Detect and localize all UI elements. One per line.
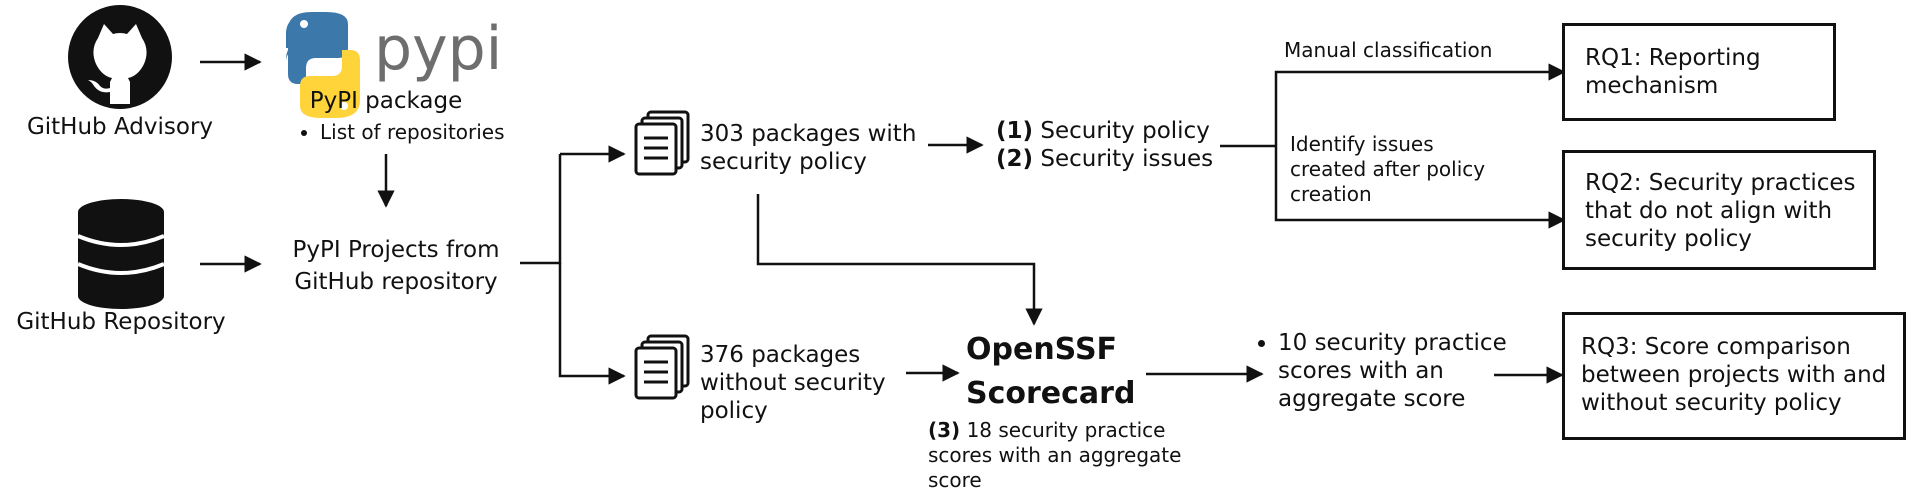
documents-icon-top	[634, 110, 690, 176]
identify-line-2: created after policy	[1290, 157, 1486, 181]
manual-classification-label: Manual classification	[1284, 38, 1493, 62]
github-repository-label: GitHub Repository	[16, 309, 226, 335]
policy-item-2: (2) Security issues	[996, 145, 1213, 173]
pypi-projects-label: PyPI Projects from GitHub repository	[278, 234, 514, 298]
identify-line-3: creation	[1290, 182, 1372, 206]
rq2-box: RQ2: Security practices that do not alig…	[1562, 150, 1876, 270]
pypi-bullet-list: List of repositories	[294, 120, 505, 145]
scorecard-line-2: Scorecard	[966, 376, 1136, 411]
scorecard-note-line-2: scores with an aggregate	[928, 443, 1182, 467]
pypi-bullet-item: List of repositories	[320, 120, 505, 145]
projects-line-1: PyPI Projects from	[292, 237, 500, 263]
arrow-with-to-scorecard	[756, 194, 1043, 326]
scores-bullet: 10 security practice scores with an aggr…	[1252, 329, 1507, 413]
rq3-line-2: between projects with and	[1581, 362, 1887, 388]
policy-item-1-text: Security policy	[1040, 118, 1210, 144]
without-policy-line-1: 376 packages	[700, 342, 861, 368]
with-policy-line-1: 303 packages with	[700, 121, 917, 147]
policy-items: (1) Security policy (2) Security issues	[996, 117, 1213, 173]
openssf-scorecard-title: OpenSSF Scorecard	[966, 328, 1135, 416]
documents-icon-bottom	[634, 334, 690, 400]
github-logo-icon	[68, 5, 172, 109]
scorecard-line-1: OpenSSF	[966, 332, 1118, 367]
pypi-logo-text: pypi	[374, 14, 503, 84]
policy-item-2-text: Security issues	[1040, 146, 1214, 172]
arrow-to-rq2	[1274, 146, 1566, 229]
without-policy-line-2: without security	[700, 370, 886, 396]
projects-line-2: GitHub repository	[294, 269, 498, 295]
scores-line-1: 10 security practice	[1278, 330, 1507, 356]
identify-issues-label: Identify issues created after policy cre…	[1290, 132, 1485, 207]
with-policy-line-2: security policy	[700, 149, 867, 175]
rq3-line-3: without security policy	[1581, 390, 1842, 416]
scorecard-note-num: (3)	[928, 418, 961, 442]
connector-projects-split	[520, 154, 562, 265]
rq1-box: RQ1: Reporting mechanism	[1562, 23, 1836, 121]
scores-line-3: aggregate score	[1278, 386, 1466, 412]
rq3-line-1: RQ3: Score comparison	[1581, 334, 1851, 360]
policy-item-1: (1) Security policy	[996, 117, 1213, 145]
scorecard-note-line-3: score	[928, 468, 982, 492]
python-logo-icon	[286, 12, 360, 118]
with-policy-label: 303 packages with security policy	[700, 120, 916, 176]
arrow-to-rq1	[1274, 63, 1566, 146]
rq2-line-2: that do not align with	[1585, 198, 1833, 224]
rq2-line-1: RQ2: Security practices	[1585, 170, 1856, 196]
rq2-line-3: security policy	[1585, 226, 1752, 252]
scorecard-note-line-1: (3) 18 security practice	[928, 418, 1181, 443]
arrow-to-without-policy	[558, 263, 626, 385]
identify-line-1: Identify issues	[1290, 132, 1434, 156]
rq1-line-2: mechanism	[1585, 73, 1719, 99]
pypi-package-label: PyPI package	[309, 88, 463, 114]
policy-item-2-num: (2)	[996, 146, 1034, 172]
scores-item: 10 security practice scores with an aggr…	[1278, 329, 1507, 413]
rq3-box: RQ3: Score comparison between projects w…	[1562, 312, 1906, 440]
scorecard-note-text-1: 18 security practice	[966, 418, 1166, 442]
without-policy-label: 376 packages without security policy	[700, 341, 886, 425]
policy-item-1-num: (1)	[996, 118, 1034, 144]
database-icon	[77, 199, 165, 309]
scores-line-2: scores with an	[1278, 358, 1444, 384]
github-advisory-label: GitHub Advisory	[26, 114, 214, 140]
rq1-line-1: RQ1: Reporting	[1585, 45, 1761, 71]
without-policy-line-3: policy	[700, 398, 768, 424]
scorecard-note: (3) 18 security practice scores with an …	[928, 418, 1181, 493]
